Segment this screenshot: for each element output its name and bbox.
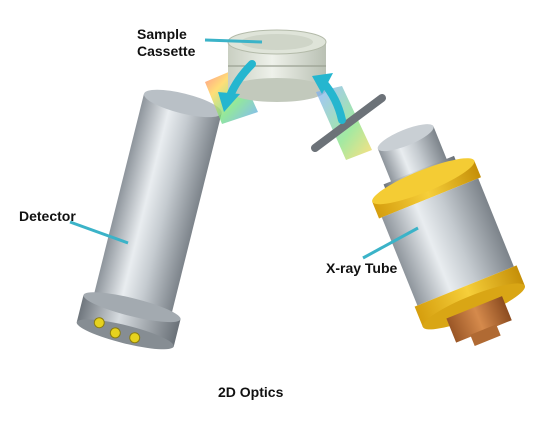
detector-base — [76, 295, 181, 347]
leader-line-detector — [69, 220, 129, 245]
diagram-caption: 2D Optics — [218, 384, 284, 400]
sample-label-line2: Cassette — [137, 43, 196, 59]
tube-neck — [377, 126, 449, 186]
beam-arrow-incident — [312, 73, 346, 124]
cassette-bottom — [228, 78, 326, 102]
detector-top — [143, 89, 222, 118]
detector — [76, 89, 222, 350]
cassette-top-inner — [241, 34, 313, 50]
detector-base-top — [83, 292, 181, 323]
tube-base-tab — [470, 324, 501, 346]
xray-tube-label: X-ray Tube — [326, 260, 398, 276]
detector-body — [93, 93, 222, 317]
tube-base — [446, 296, 512, 343]
leader-line-xray — [362, 226, 419, 260]
detector-pin — [93, 317, 105, 329]
tube-ring-top-cap — [372, 158, 475, 205]
sample-cassette — [227, 29, 327, 102]
tube-neck-top — [377, 124, 434, 152]
beam-arrow-diffracted — [218, 60, 256, 112]
detector-label: Detector — [19, 208, 76, 224]
detector-pin — [109, 327, 121, 339]
aperture-plate — [311, 94, 386, 152]
xray-tube — [372, 124, 526, 346]
tube-body — [381, 178, 514, 306]
sample-label-line1: Sample — [137, 26, 187, 42]
sample-cassette-label: Sample Cassette — [137, 26, 195, 60]
detector-pin — [129, 332, 141, 344]
leader-line-sample — [204, 38, 263, 44]
